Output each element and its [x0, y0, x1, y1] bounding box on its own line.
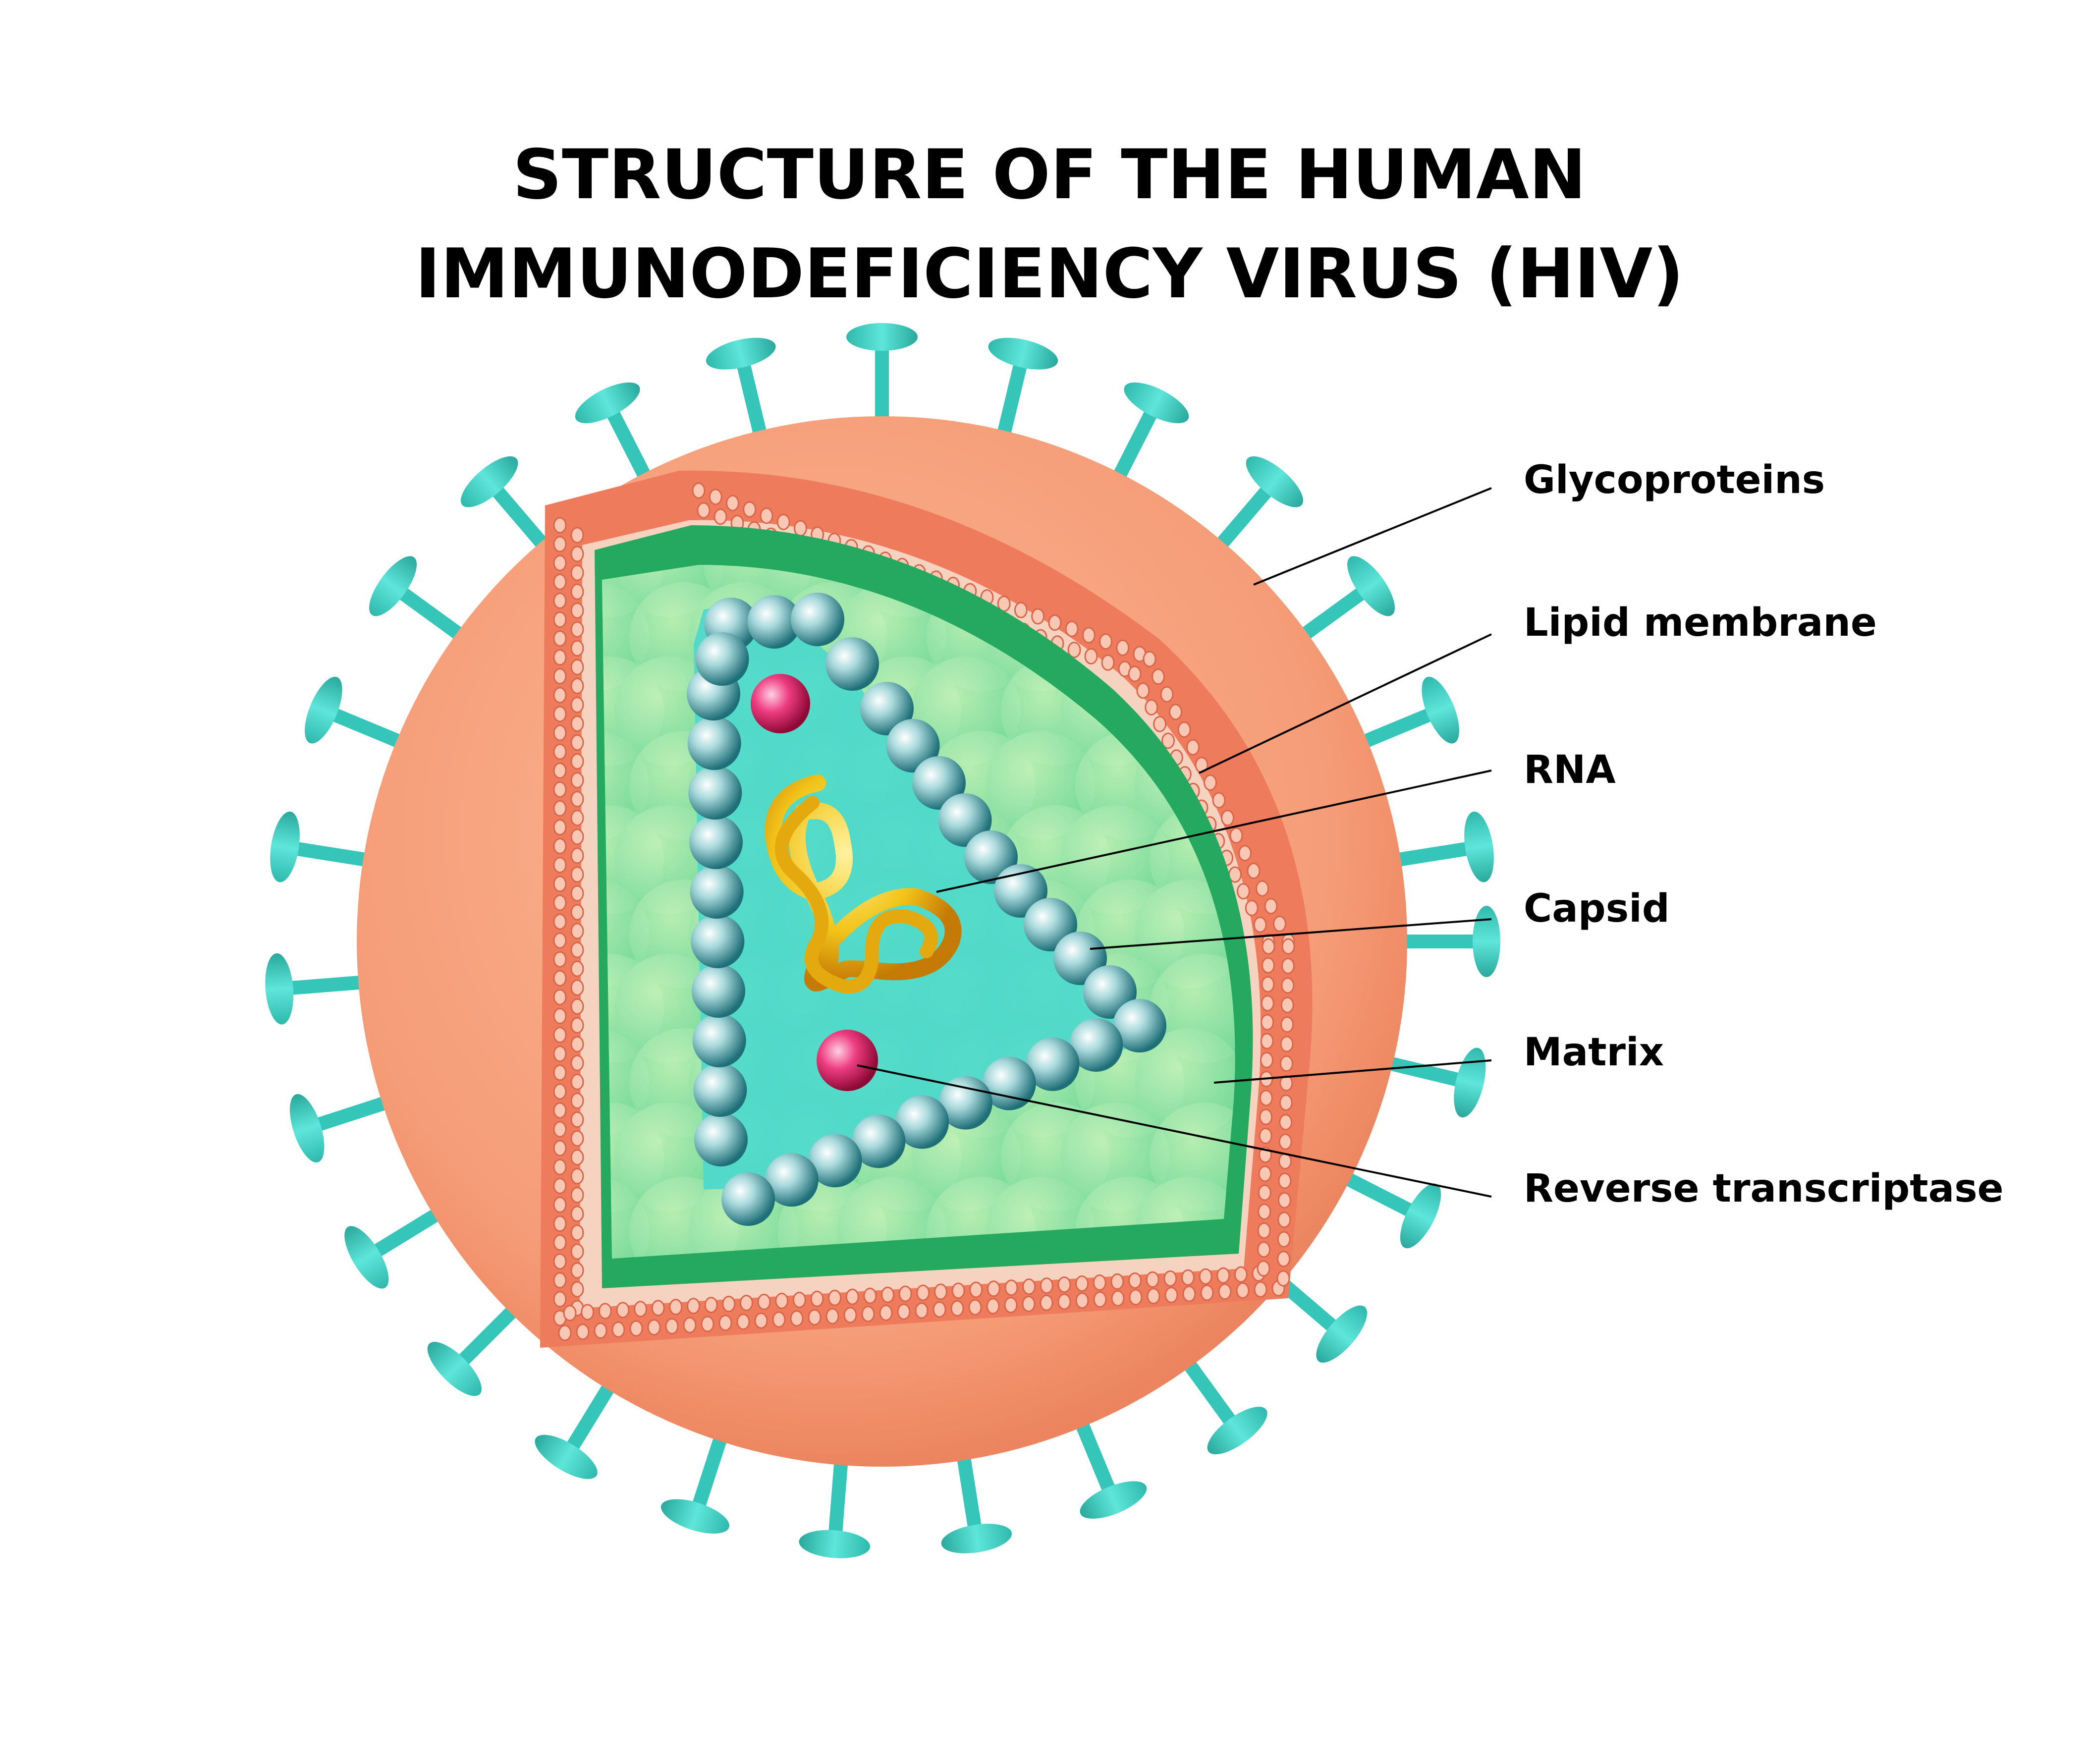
glycoprotein-spike: [305, 676, 409, 751]
glycoprotein-spike: [1397, 906, 1500, 977]
leader-glycoproteins: [1253, 487, 1492, 586]
glycoprotein-spike: [290, 1094, 394, 1163]
glycoprotein-spike: [427, 1301, 523, 1396]
glycoprotein-spike: [1338, 1169, 1441, 1249]
capsid-beads: [687, 593, 1166, 1226]
leader-matrix: [1213, 1059, 1492, 1084]
glycoprotein-spike: [344, 1205, 446, 1289]
glycoprotein-spike: [575, 382, 655, 486]
reverse-transcriptase-enzyme-1: [751, 674, 810, 733]
virus-particle: [265, 323, 1500, 1558]
labels: Glycoproteins Lipid membrane RNA Capsid …: [1524, 458, 2004, 1211]
glycoprotein-spike: [941, 1449, 1012, 1553]
glycoprotein-spike: [1211, 456, 1304, 554]
glycoprotein-spike: [660, 1429, 730, 1534]
glycoprotein-spike: [846, 323, 918, 426]
glycoprotein-spike: [1179, 1354, 1267, 1455]
rna-strands: [764, 774, 962, 994]
glycoprotein-spike: [1390, 811, 1494, 882]
glycoprotein-spike: [1355, 676, 1459, 751]
leader-capsid: [1090, 918, 1492, 950]
leader-lipid-membrane: [1199, 633, 1492, 774]
glycoprotein-spike: [988, 337, 1058, 442]
label-capsid: Capsid: [1524, 886, 1670, 931]
title-line-1: STRUCTURE OF THE HUMAN: [513, 135, 1587, 215]
glycoprotein-spike: [1073, 1415, 1147, 1519]
title-line-2: IMMUNODEFICIENCY VIRUS (HIV): [415, 234, 1684, 314]
glycoprotein-spike: [460, 456, 553, 554]
label-reverse-transcriptase: Reverse transcriptase: [1524, 1166, 2004, 1211]
glycoprotein-spike: [1109, 382, 1189, 486]
glycoprotein-spike: [799, 1454, 871, 1558]
leader-reverse-transcriptase: [857, 1064, 1492, 1198]
glycoprotein-spike: [265, 953, 369, 1025]
glycoprotein-spike: [369, 556, 469, 645]
reverse-transcriptase-enzyme-2: [817, 1030, 878, 1091]
glycoprotein-spike: [706, 337, 776, 442]
glycoprotein-spike: [535, 1377, 619, 1479]
glycoprotein-spike: [1295, 556, 1395, 645]
leader-lines: [857, 487, 1492, 1198]
label-rna: RNA: [1524, 748, 1616, 792]
glycoprotein-spike: [1381, 1047, 1486, 1118]
glycoprotein-spike: [270, 811, 374, 882]
rna-strand-2: [774, 796, 938, 994]
label-glycoproteins: Glycoproteins: [1524, 458, 1825, 502]
label-matrix: Matrix: [1524, 1030, 1664, 1075]
diagram-title: STRUCTURE OF THE HUMAN IMMUNODEFICIENCY …: [415, 135, 1684, 314]
leader-rna: [936, 770, 1492, 893]
label-lipid-membrane: Lipid membrane: [1524, 601, 1877, 645]
